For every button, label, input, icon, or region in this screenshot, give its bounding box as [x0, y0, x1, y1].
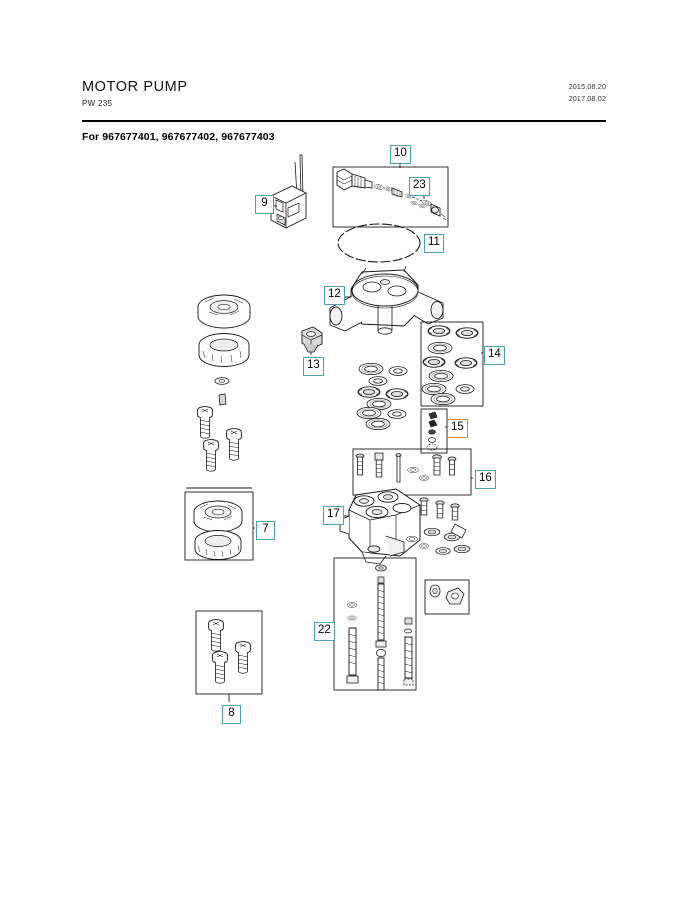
callout-9[interactable]: 9: [255, 195, 274, 214]
part-valve-seal-kit: [421, 325, 479, 406]
part-o-ring: [337, 223, 421, 263]
callout-14[interactable]: 14: [484, 346, 505, 365]
group-box-8: [195, 610, 263, 695]
document-header: MOTOR PUMP PW 235 2015.08.20 2017.08.02: [82, 78, 606, 108]
part-swash-plate-cluster: [197, 294, 251, 406]
model-subtitle: PW 235: [82, 99, 113, 109]
callout-10[interactable]: 10: [390, 145, 411, 164]
callout-13[interactable]: 13: [303, 357, 324, 376]
part-pump-head-housing: [329, 265, 444, 335]
part-loose-fasteners: [406, 497, 471, 555]
header-divider: [82, 120, 606, 122]
callout-17[interactable]: 17: [323, 506, 344, 525]
group-box-detail: [424, 579, 470, 615]
callout-15[interactable]: 15: [447, 419, 468, 438]
callout-7[interactable]: 7: [256, 521, 275, 540]
revision-date-1: 2015.08.20: [568, 82, 606, 91]
group-box-22: [333, 557, 417, 691]
callout-12[interactable]: 12: [324, 286, 345, 305]
part-detail-fittings: [429, 584, 465, 605]
part-seal-stack: [356, 362, 409, 431]
callout-11[interactable]: 11: [424, 234, 444, 253]
part-small-parts-kit: [426, 411, 438, 451]
callout-23[interactable]: 23: [409, 177, 430, 196]
page-title: MOTOR PUMP: [82, 79, 188, 95]
revision-dates: 2015.08.20 2017.08.02: [568, 81, 606, 104]
group-box-14: [420, 321, 484, 407]
revision-date-2: 2017.08.02: [568, 93, 606, 103]
callout-16[interactable]: 16: [475, 470, 496, 489]
callout-22[interactable]: 22: [314, 622, 335, 641]
group-box-7: [184, 491, 254, 561]
callout-8[interactable]: 8: [222, 705, 241, 724]
part-wobble-plate-kit: [193, 500, 243, 560]
part-bolt-cluster-upper: [197, 406, 242, 472]
part-fastener-kit: [355, 452, 457, 483]
part-bolt-kit: [208, 619, 251, 684]
part-hose-kit: [336, 168, 447, 221]
group-box-16: [352, 448, 472, 496]
models-line: For 967677401, 967677402, 967677403: [82, 131, 275, 143]
part-valve-manifold-body: [339, 488, 421, 565]
part-piston-rod-kit: [346, 564, 414, 691]
group-box-10: [332, 166, 449, 228]
part-pressure-switch: [270, 154, 307, 229]
part-inlet-fitting: [301, 326, 323, 353]
